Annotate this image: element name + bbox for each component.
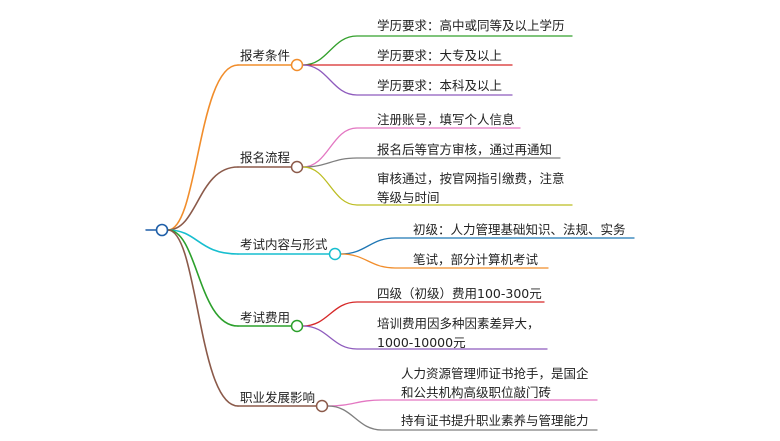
branch-node-circle[interactable]	[290, 160, 304, 174]
branch-connector	[167, 64, 239, 231]
leaf-label: 学历要求：大专及以上	[377, 48, 503, 63]
leaf-label: 审核通过，按官网指引缴费，注意等级与时间	[377, 171, 565, 205]
branch-node-circle[interactable]	[290, 58, 304, 72]
branch-node-circle[interactable]	[328, 247, 342, 261]
branch-label-exam-fees: 考试费用	[240, 310, 291, 325]
leaf-connector	[302, 301, 545, 327]
leaf-label: 笔试，部分计算机考试	[413, 252, 539, 267]
branch-label-exam-content: 考试内容与形式	[240, 237, 328, 252]
leaf-connector	[302, 35, 573, 66]
leaf-label: 持有证书提升职业素养与管理能力	[401, 413, 589, 428]
branch-label-career-impact: 职业发展影响	[240, 390, 316, 405]
leaf-label: 人力资源管理师证书抢手，是国企和公共机构高级职位敲门砖	[401, 366, 589, 400]
branch-node-circle[interactable]	[315, 399, 329, 413]
leaf-connector	[340, 253, 549, 269]
leaf-label: 培训费用因多种因素差异大，1000-10000元	[377, 316, 540, 350]
leaf-label: 报名后等官方审核，通过再通知	[377, 142, 553, 157]
leaf-connector	[327, 399, 598, 407]
leaf-label: 初级：人力管理基础知识、法规、实务	[413, 222, 626, 237]
leaf-connector	[302, 166, 573, 206]
branch-label-exam-conditions: 报考条件	[240, 48, 291, 63]
leaf-label: 注册账号，填写个人信息	[377, 112, 515, 127]
leaf-connector	[302, 157, 561, 168]
leaf-connector	[327, 405, 598, 431]
branch-label-registration-process: 报名流程	[240, 150, 291, 165]
branch-connector	[167, 229, 239, 327]
leaf-connector	[302, 64, 513, 96]
branch-connector	[167, 166, 239, 231]
leaf-connector	[302, 325, 548, 350]
leaf-label: 学历要求：本科及以上	[377, 78, 503, 93]
leaf-connector	[302, 127, 521, 168]
leaf-label: 四级（初级）费用100-300元	[377, 286, 542, 301]
branch-node-circle[interactable]	[290, 319, 304, 333]
branch-connector	[167, 229, 239, 407]
root-node-circle[interactable]	[155, 223, 169, 237]
branch-connector	[167, 229, 239, 255]
leaf-connector	[340, 237, 635, 255]
leaf-label: 学历要求：高中或同等及以上学历	[377, 18, 565, 33]
